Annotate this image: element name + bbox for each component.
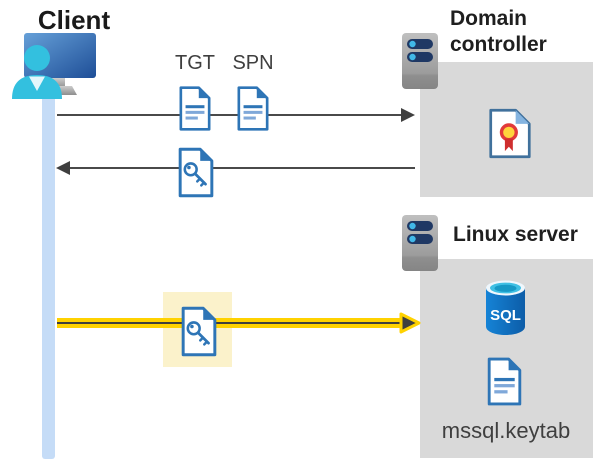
key-ticket-icon xyxy=(177,147,215,198)
arrow-client-to-dc-line xyxy=(57,114,403,116)
arrow-client-to-linux-line xyxy=(57,318,403,328)
linux-server-label: Linux server xyxy=(453,223,578,246)
client-label: Client xyxy=(37,5,111,35)
domain-controller-server-icon xyxy=(401,32,439,90)
key-ticket-highlighted-icon xyxy=(180,306,218,357)
spn-document-icon xyxy=(236,85,270,132)
client-workstation-icon xyxy=(10,31,98,99)
domain-controller-label-line2: controller xyxy=(450,33,547,56)
sql-label: SQL xyxy=(490,307,521,324)
arrow-client-to-dc-head-icon xyxy=(401,108,415,122)
tgt-document-icon xyxy=(178,85,212,132)
spn-label: SPN xyxy=(232,52,274,74)
arrow-dc-to-client-line xyxy=(70,167,415,169)
arrow-dc-to-client-head-icon xyxy=(56,161,70,175)
domain-controller-label: Domain controller xyxy=(450,6,547,58)
keytab-document-icon xyxy=(486,357,523,406)
tgt-label: TGT xyxy=(175,52,215,74)
certificate-icon xyxy=(487,108,533,159)
arrow-client-to-linux-head-icon xyxy=(399,312,421,334)
domain-controller-label-line1: Domain xyxy=(450,7,528,30)
keytab-filename-label: mssql.keytab xyxy=(441,418,571,443)
linux-server-icon xyxy=(401,214,439,272)
sql-database-icon: SQL xyxy=(486,280,525,335)
client-timeline-bar xyxy=(42,90,55,459)
